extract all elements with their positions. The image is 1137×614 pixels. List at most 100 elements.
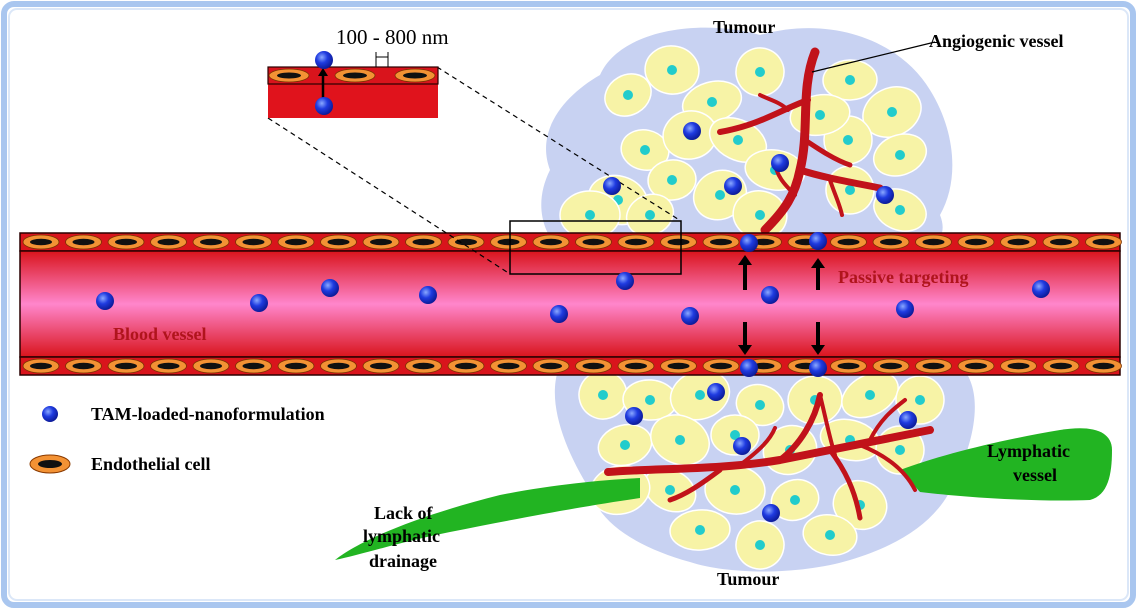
tumour-cell-nucleus [790,495,800,505]
nanoparticle [740,234,758,252]
nanoparticle [683,122,701,140]
tumour-cell-nucleus [640,145,650,155]
tumour-cell-nucleus [585,210,595,220]
lymphatic-vessel-label-line1: Lymphatic [987,441,1070,461]
tumour-cell-nucleus [825,530,835,540]
nanoparticle [896,300,914,318]
tumour-cell-nucleus [843,135,853,145]
zoom-connector-lower [267,117,511,275]
nanoparticle [876,186,894,204]
endothelial-nucleus [1007,362,1030,370]
nanoparticle [616,272,634,290]
endothelial-nucleus [412,362,435,370]
endothelial-nucleus [242,362,265,370]
endothelial-nucleus [455,362,477,370]
zoom-region-box [509,220,682,275]
endothelial-nucleus [30,362,52,370]
legend: TAM-loaded-nanoformulation Endothelial c… [29,404,325,474]
endothelial-nucleus [965,362,987,370]
blood-vessel-label: Blood vessel [113,324,207,344]
endothelial-nucleus [1092,362,1115,370]
endothelial-nucleus [1050,238,1072,246]
endothelial-nucleus [115,362,137,370]
endothelial-nucleus [72,238,95,246]
endothelial-nucleus [285,362,307,370]
nanoparticle [809,232,827,250]
endothelial-nucleus [370,362,392,370]
lack-drainage-line3: drainage [369,551,437,571]
endothelial-nucleus [582,238,605,246]
endothelial-nucleus [1007,238,1030,246]
endothelial-nucleus [880,238,902,246]
tumour-cell-nucleus [755,210,765,220]
angiogenic-vessel-label: Angiogenic vessel [929,31,1064,51]
endothelial-nucleus [837,238,860,246]
angiogenic-vessel-bottom [604,392,934,521]
nanoparticle [899,411,917,429]
tumour-cell-nucleus [730,430,740,440]
nanoparticle [625,407,643,425]
nanoparticle [419,286,437,304]
endothelial-nucleus-icon [38,460,62,468]
tumour-cell-nucleus [730,485,740,495]
tumour-cell-nucleus [695,390,705,400]
arrow-down-icon-head [738,345,752,355]
nanoparticle [762,504,780,522]
nanoparticle [771,154,789,172]
nanoparticle [681,307,699,325]
endothelial-nucleus [1092,238,1115,246]
arrow-up-icon-head [811,258,825,268]
nanoparticle-icon [42,406,58,422]
passive-targeting-arrows [738,255,825,355]
endothelial-nucleus [625,362,647,370]
tumour-cell-nucleus [715,190,725,200]
endothelial-nucleus [540,362,562,370]
inset-endothelial-nucleus [277,72,301,79]
tumour-cell-nucleus [845,75,855,85]
tumour-cell-nucleus [755,540,765,550]
endothelial-nucleus [752,238,775,246]
nanoparticle [315,51,333,69]
zoom-connector-upper [436,66,682,222]
lack-drainage-line1: Lack of [374,503,434,523]
endothelial-nucleus [710,238,732,246]
tumour-cell-nucleus [895,445,905,455]
tumour-cell-nucleus [707,97,717,107]
angiogenic-pointer [811,41,936,73]
endothelial-nucleus [30,238,52,246]
lymphatic-duct-left [335,478,640,560]
endothelial-nucleus [370,238,392,246]
angiogenic-vessel-top [717,47,884,235]
endothelial-nucleus [157,238,180,246]
endothelial-nucleus [625,238,647,246]
inset-endothelial-nucleus [403,72,427,79]
endothelial-nucleus [667,362,690,370]
nanoparticle [550,305,568,323]
nanoparticle [315,97,333,115]
tumour-cell-nucleus [755,67,765,77]
tumour-cell-nucleus [665,485,675,495]
tumour-cell-nucleus [845,185,855,195]
endothelial-nucleus [200,238,222,246]
endothelial-nucleus [115,238,137,246]
endothelial-nucleus [752,362,775,370]
tumour-cell-nucleus [895,205,905,215]
tumour-cell-nucleus [887,107,897,117]
endothelial-nucleus [412,238,435,246]
nanoparticle [740,359,758,377]
tumour-cell-nucleus [620,440,630,450]
nanoparticle [733,437,751,455]
tumour-cell-nucleus [755,400,765,410]
tumour-cell-nucleus [865,390,875,400]
gap-size-label: 100 - 800 nm [336,25,449,49]
endothelial-nucleus [327,362,350,370]
endothelial-nucleus [922,362,945,370]
arrow-up-icon-head [738,255,752,265]
lymphatic-vessel [900,428,1112,501]
vessel-lumen [19,250,1121,358]
tumour-cell-nucleus [623,90,633,100]
nanoparticle [1032,280,1050,298]
endothelial-nucleus [242,238,265,246]
legend-nanoformulation-label: TAM-loaded-nanoformulation [91,404,325,424]
